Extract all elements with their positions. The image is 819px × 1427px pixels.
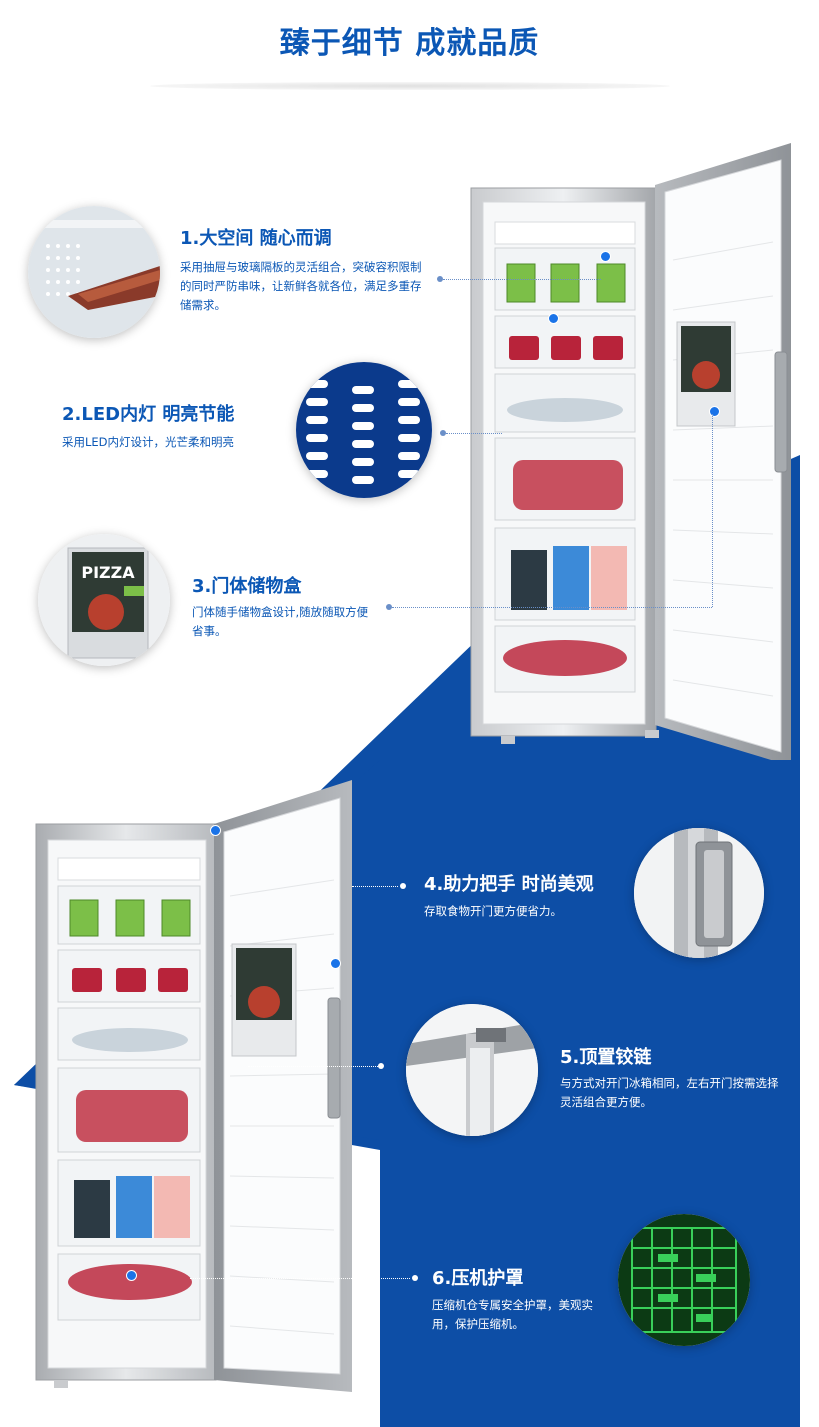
feature-5-title: 5.顶置铰链	[560, 1047, 652, 1068]
callout-dot-drawer	[600, 251, 611, 262]
feature-5-leader-line	[248, 1066, 378, 1067]
feature-2-desc: 采用LED内灯设计，光芒柔和明亮	[62, 435, 235, 449]
callout-dot-hinge	[210, 825, 221, 836]
title-underline-shadow	[150, 82, 670, 90]
led-light-icon	[296, 362, 432, 498]
callout-dot-door-box	[709, 406, 720, 417]
feature-1-desc: 采用抽屉与玻璃隔板的灵活组合，突破容积限制的同时严防串味，让新鲜各就各位，满足多…	[180, 260, 422, 312]
feature-4-title: 4.助力把手 时尚美观	[424, 874, 594, 895]
feature-6-leader-dot	[412, 1275, 418, 1281]
feature-6-leader-line	[190, 1278, 410, 1279]
callout-dot-handle	[330, 958, 341, 969]
feature-3-leader-dot	[386, 604, 392, 610]
page-title: 臻于细节 成就品质	[279, 26, 540, 61]
callout-dot-compressor	[126, 1270, 137, 1281]
feature-1-leader-dot	[437, 276, 443, 282]
feature-2-title: 2.LED内灯 明亮节能	[62, 404, 235, 425]
compressor-cover-icon	[618, 1214, 750, 1346]
feature-4-leader-line	[352, 886, 398, 887]
feature-5-leader-dot	[378, 1063, 384, 1069]
feature-6-desc: 压缩机仓专属安全护罩，美观实用，保护压缩机。	[432, 1298, 593, 1331]
freezer-bottom-illustration	[35, 780, 352, 1392]
feature-3-title: 3.门体储物盒	[192, 576, 302, 597]
door-box-label: PIZZA	[81, 563, 135, 582]
handle-closeup-icon	[634, 828, 764, 958]
feature-6-title: 6.压机护罩	[432, 1268, 524, 1289]
hinge-closeup-icon	[406, 1004, 538, 1136]
feature-2-leader-line	[446, 433, 502, 434]
feature-1-title: 1.大空间 随心而调	[180, 228, 332, 249]
drawer-closeup-icon	[28, 206, 160, 338]
feature-3-leader-line	[392, 607, 712, 608]
feature-4-desc: 存取食物开门更方便省力。	[424, 904, 562, 918]
feature-5-desc: 与方式对开门冰箱相同，左右开门按需选择灵活组合更方便。	[560, 1076, 779, 1109]
door-box-closeup-icon: PIZZA	[38, 534, 170, 666]
callout-dot-shelf	[548, 313, 559, 324]
feature-1-leader-line	[443, 279, 601, 280]
freezer-top-illustration	[470, 143, 791, 760]
feature-2-leader-dot	[440, 430, 446, 436]
feature-3-desc: 门体随手储物盒设计,随放随取方便省事。	[192, 605, 369, 638]
feature-4-leader-dot	[400, 883, 406, 889]
feature-3-leader-vertical	[712, 414, 713, 607]
